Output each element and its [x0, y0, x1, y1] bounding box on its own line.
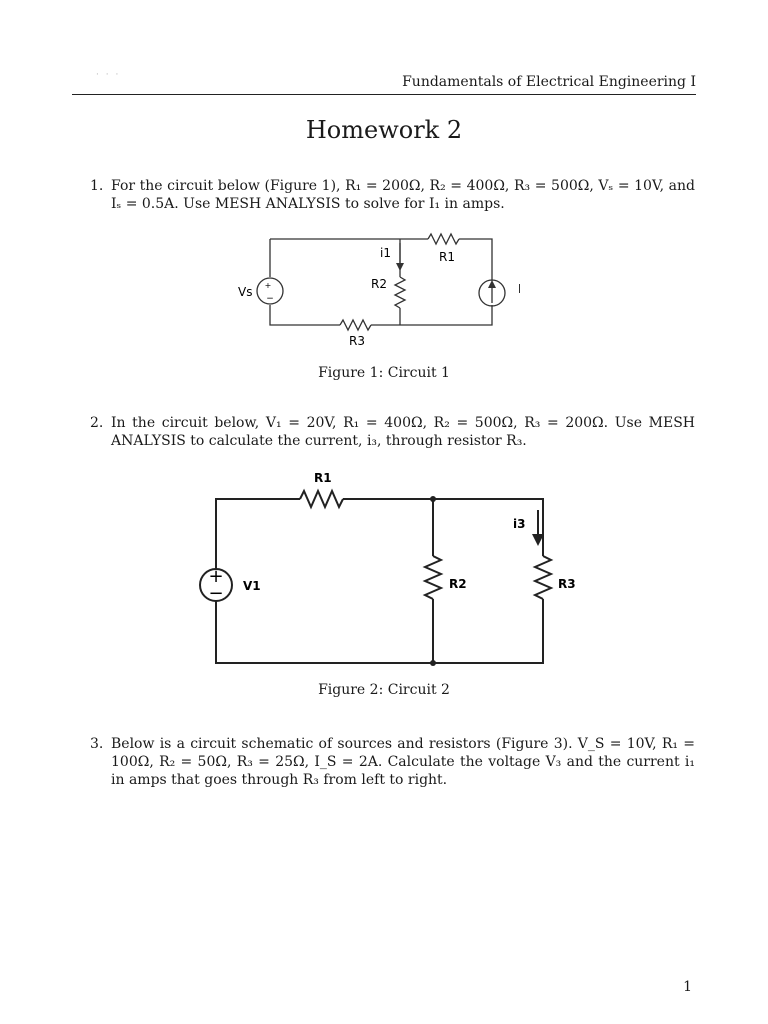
course-title: Fundamentals of Electrical Engineering I — [402, 74, 696, 90]
problem-text: Below is a circuit schematic of sources … — [111, 736, 695, 788]
resistor-r1 — [299, 488, 344, 510]
problem-2: 2. In the circuit below, V₁ = 20V, R₁ = … — [90, 414, 695, 450]
voltage-source-vs — [256, 277, 284, 305]
label-r3: R3 — [349, 334, 365, 348]
vs-plus: + — [265, 281, 272, 290]
label-i1: i1 — [380, 246, 391, 260]
resistor-r1 — [427, 232, 460, 246]
problem-text: For the circuit below (Figure 1), R₁ = 2… — [111, 178, 695, 212]
vs-minus: − — [266, 294, 274, 304]
label-r1: R1 — [314, 471, 332, 485]
label-vs: Vs — [238, 285, 252, 299]
problem-1: 1. For the circuit below (Figure 1), R₁ … — [90, 177, 695, 213]
i1-arrow-icon — [396, 263, 404, 271]
page-number: 1 — [683, 979, 692, 995]
problem-text: In the circuit below, V₁ = 20V, R₁ = 400… — [111, 415, 695, 449]
node-bottom — [430, 660, 436, 666]
resistor-r2 — [393, 276, 407, 309]
label-r1: R1 — [439, 250, 455, 264]
v1-plus: + — [208, 566, 223, 587]
v1-minus: − — [208, 583, 223, 604]
voltage-source-v1 — [199, 568, 233, 602]
label-r2: R2 — [371, 277, 387, 291]
page-title: Homework 2 — [305, 116, 463, 144]
figure-2-caption: Figure 2: Circuit 2 — [318, 682, 450, 698]
label-is: Is — [518, 282, 520, 296]
faint-header-mark: · · · — [96, 70, 121, 80]
problem-number: 2. — [90, 415, 104, 431]
node-top — [430, 496, 436, 502]
label-r3: R3 — [558, 577, 576, 591]
label-r2: R2 — [449, 577, 467, 591]
i3-arrow-icon — [532, 534, 544, 546]
header-rule — [72, 94, 696, 95]
problem-number: 3. — [90, 736, 104, 752]
resistor-r2 — [422, 555, 444, 600]
problem-3: 3. Below is a circuit schematic of sourc… — [90, 735, 695, 789]
resistor-r3 — [532, 555, 554, 600]
wire-top-left — [215, 498, 300, 569]
figure-2-circuit: + − V1 R1 R2 R3 i3 — [199, 471, 576, 666]
label-i3: i3 — [513, 517, 525, 531]
is-arrow-icon — [488, 280, 496, 288]
resistor-r3 — [339, 318, 372, 332]
figure-1-caption: Figure 1: Circuit 1 — [318, 365, 450, 381]
problem-number: 1. — [90, 178, 104, 194]
label-v1: V1 — [243, 579, 261, 593]
figure-1-circuit: + − Vs i1 R1 R2 R3 Is — [238, 232, 520, 348]
